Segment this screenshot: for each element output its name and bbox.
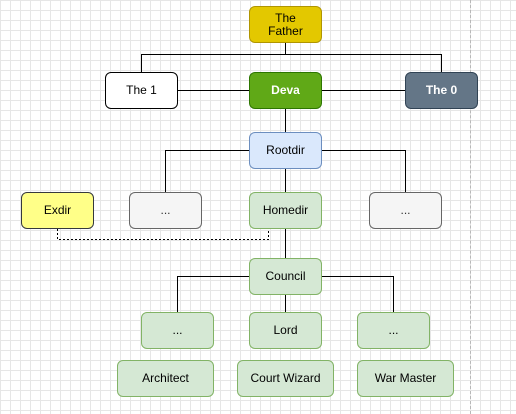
page-break-line [470,0,471,414]
node-court-wizard[interactable]: Court Wizard [237,360,334,397]
edge-council-bus [177,276,394,312]
node-council[interactable]: Council [249,258,322,295]
node-the-0[interactable]: The 0 [405,72,478,109]
node-homedir[interactable]: Homedir [249,192,322,229]
node-the-1[interactable]: The 1 [105,72,178,109]
node-lord[interactable]: Lord [249,312,322,349]
node-deva[interactable]: Deva [249,72,322,109]
node-exdir[interactable]: Exdir [21,192,94,229]
node-architect[interactable]: Architect [117,360,214,397]
node-ellipsis-left[interactable]: ... [129,192,202,229]
node-the-father[interactable]: The Father [249,6,322,43]
edge-rootdir-bus [165,150,406,192]
node-war-master[interactable]: War Master [357,360,454,397]
edge-exdir-homedir-dotted [57,229,269,240]
node-rootdir[interactable]: Rootdir [249,132,322,169]
node-council-ellipsis-right[interactable]: ... [357,312,430,349]
node-council-ellipsis-left[interactable]: ... [141,312,214,349]
node-ellipsis-right[interactable]: ... [369,192,442,229]
edge-father-bus [141,42,442,72]
